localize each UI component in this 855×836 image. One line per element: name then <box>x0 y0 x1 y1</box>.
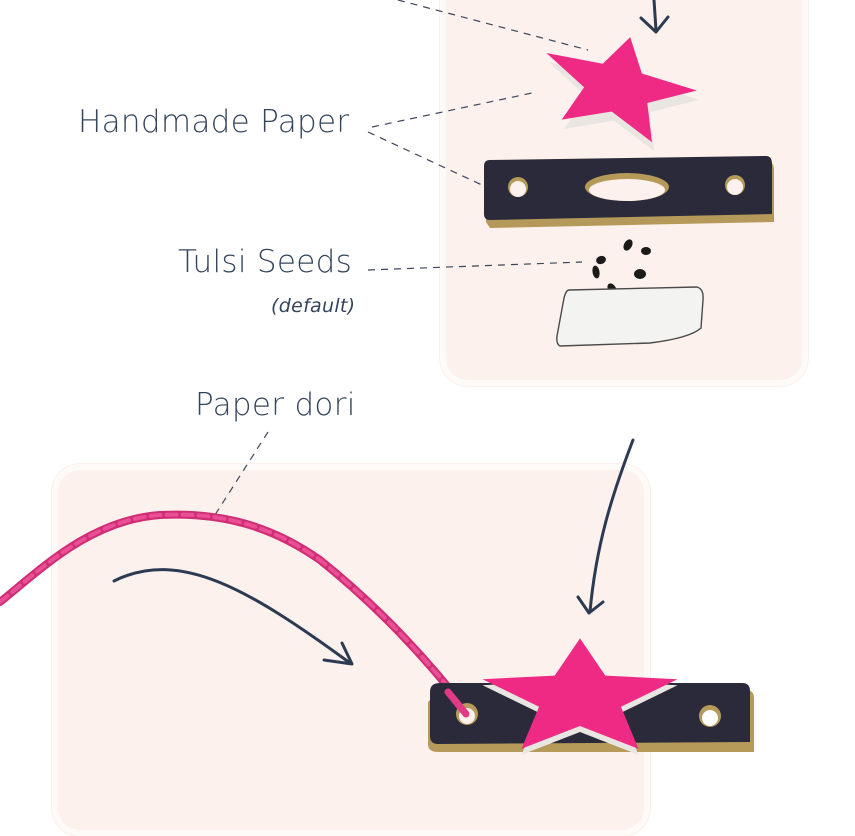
arrow-down-top-icon <box>639 0 670 34</box>
leader-line-dori <box>212 431 269 519</box>
diagram-artwork <box>0 0 774 755</box>
leader-lines <box>212 0 589 519</box>
paper-dori-icon <box>0 510 472 716</box>
tulsi-seeds-label: Tulsi Seeds <box>178 244 353 280</box>
seed-paper-icon <box>556 286 704 347</box>
paper-dori-label: Paper dori <box>195 387 356 423</box>
leader-line-top <box>397 0 589 51</box>
leader-line-tulsi <box>367 261 583 271</box>
assembled-view-panel <box>52 464 650 836</box>
dori-end-icon <box>444 688 470 718</box>
handmade-paper-label: Handmade Paper <box>78 104 350 140</box>
tulsi-default-note: (default) <box>271 295 356 317</box>
leader-line-handmade-base <box>367 131 483 186</box>
leader-line-handmade-star <box>371 92 533 128</box>
arrow-down-curve-icon <box>576 438 635 615</box>
arrow-right-curve-icon <box>112 568 354 666</box>
star-layer-icon <box>531 18 708 159</box>
base-layer-icon <box>484 156 774 228</box>
